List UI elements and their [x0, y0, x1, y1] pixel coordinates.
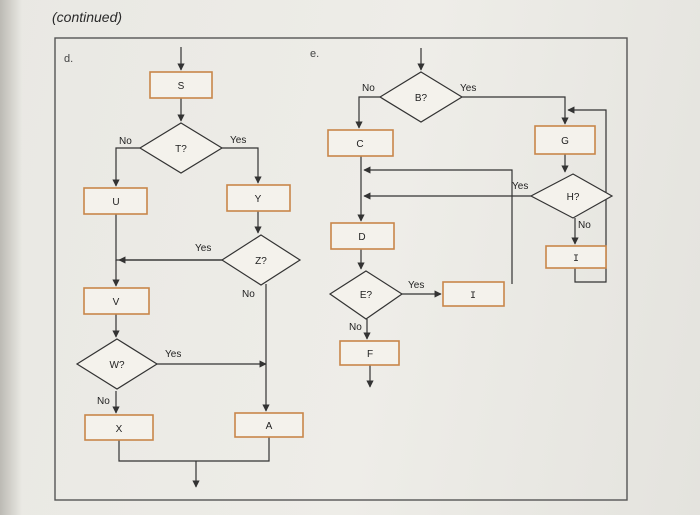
e-arrow-b-yes-g — [462, 96, 569, 125]
d-line-join — [118, 437, 270, 462]
e-process-c-label: C — [356, 139, 363, 150]
d-z-no-label: No — [242, 289, 255, 300]
e-process-i-right — [545, 245, 607, 269]
d-process-v-label: V — [113, 297, 120, 308]
d-decision-z — [220, 234, 302, 286]
d-process-y-label: Y — [255, 194, 262, 205]
e-process-d — [330, 222, 395, 250]
d-process-v — [83, 287, 150, 315]
d-process-x-label: X — [116, 424, 123, 435]
d-decision-t — [138, 122, 224, 174]
section-label-d: d. — [64, 53, 73, 65]
d-process-u-label: U — [112, 197, 119, 208]
e-arrow-i-loop — [363, 166, 513, 284]
e-decision-b — [378, 71, 464, 123]
d-arrow-t-no-u — [112, 147, 140, 187]
e-decision-e-label: E? — [360, 290, 373, 301]
e-h-yes-label: Yes — [512, 181, 528, 192]
e-h-no-label: No — [578, 220, 591, 231]
e-process-i-bottom-label: I — [470, 291, 476, 302]
e-process-i-right-label: I — [573, 254, 579, 265]
e-process-f — [339, 340, 400, 366]
e-decision-e — [328, 270, 404, 320]
e-arrow-i-return — [567, 106, 607, 283]
e-process-g-label: G — [561, 136, 569, 147]
flowchart-d: S T? U Y Z? V W? X A No Yes Yes No Yes N… — [75, 47, 304, 488]
d-decision-z-label: Z? — [255, 256, 267, 267]
d-decision-t-label: T? — [175, 144, 187, 155]
continued-caption: (continued) — [52, 9, 123, 25]
d-process-a-label: A — [266, 421, 273, 432]
e-arrow-b-no-c — [355, 96, 380, 129]
binding-shadow — [0, 0, 22, 515]
e-e-no-label: No — [349, 322, 362, 333]
section-label-e: e. — [310, 48, 319, 60]
d-process-u — [83, 187, 148, 215]
d-decision-w — [75, 338, 159, 390]
e-decision-b-label: B? — [415, 93, 428, 104]
d-process-y — [226, 184, 291, 212]
e-b-yes-label: Yes — [460, 83, 476, 94]
d-decision-w-label: W? — [110, 360, 125, 371]
e-e-yes-label: Yes — [408, 280, 424, 291]
d-z-yes-label: Yes — [195, 243, 211, 254]
e-process-f-label: F — [367, 349, 373, 360]
e-b-no-label: No — [362, 83, 375, 94]
e-decision-h-label: H? — [567, 192, 580, 203]
d-process-a — [234, 412, 304, 438]
e-process-d-label: D — [358, 232, 365, 243]
d-process-x — [84, 414, 154, 441]
figure-frame — [54, 37, 628, 501]
e-process-c — [327, 129, 394, 157]
d-t-no-label: No — [119, 136, 132, 147]
e-process-i-bottom — [442, 281, 505, 307]
d-w-no-label: No — [97, 396, 110, 407]
d-process-s — [149, 71, 213, 99]
e-decision-h — [529, 173, 614, 219]
d-w-yes-label: Yes — [165, 349, 181, 360]
d-arrow-t-yes-y — [222, 147, 262, 184]
e-process-g — [534, 125, 596, 155]
d-t-yes-label: Yes — [230, 135, 246, 146]
d-process-s-label: S — [178, 81, 185, 92]
flowchart-e: B? C G H? D I E? I F No Yes Yes No Yes N… — [327, 48, 614, 388]
